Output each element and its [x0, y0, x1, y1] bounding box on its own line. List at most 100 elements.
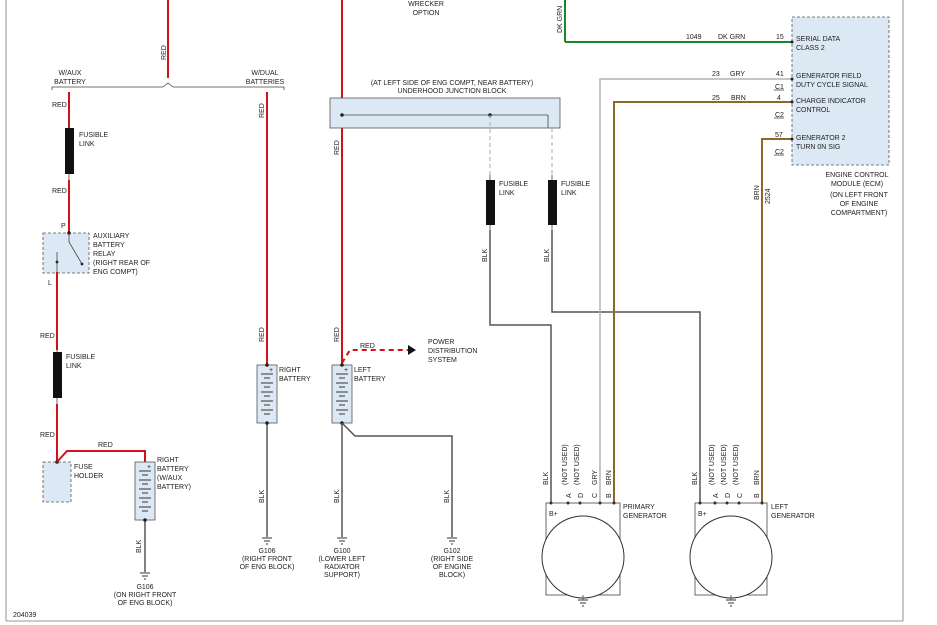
relay-label-5: ENG COMPT)	[93, 269, 138, 276]
primary-a-not-used: (NOT USED)	[562, 444, 569, 485]
g106-line1: (RIGHT FRONT	[242, 556, 293, 563]
generator-field-wire	[599, 78, 792, 503]
fusible-link-left	[548, 180, 557, 225]
fuse-holder	[42, 461, 72, 503]
primary-term-d: D	[578, 493, 585, 498]
fusible-label-aux-1b: LINK	[79, 141, 95, 148]
ground-icon-g106	[262, 537, 272, 545]
g102-blk-label: BLK	[444, 489, 451, 503]
left-battery-label-2: BATTERY	[354, 376, 386, 383]
g102-line3: BLOCK)	[439, 572, 465, 579]
ground-icon-g106-aux	[140, 572, 150, 580]
primary-bplus-wire	[489, 230, 552, 503]
fusible-label-left-b: LINK	[561, 190, 577, 197]
fusible-label-aux-1a: FUSIBLE	[79, 132, 109, 139]
fusible-link-aux-1	[65, 128, 74, 174]
engine-control-module	[791, 16, 890, 166]
g106-line2: OF ENG BLOCK)	[240, 564, 295, 571]
primary-generator-label-1: PRIMARY	[623, 504, 655, 511]
relay-label-3: RELAY	[93, 251, 116, 258]
top-red-label: RED	[161, 45, 168, 60]
ecm-row3-connector: C2	[775, 112, 784, 119]
aux-blk-label: BLK	[136, 539, 143, 553]
ecm-row1-pin: 15	[776, 34, 784, 41]
left-term-d: D	[725, 493, 732, 498]
ecm-loc-3: COMPARTMENT)	[831, 210, 888, 217]
relay-label-2: BATTERY	[93, 242, 125, 249]
relay-label-4: (RIGHT REAR OF	[93, 260, 150, 267]
relay-pin-l: L	[48, 280, 52, 287]
ecm-row3-color: BRN	[731, 95, 746, 102]
primary-term-a: A	[566, 493, 573, 498]
figure-id: 204039	[13, 612, 36, 619]
ecm-vertical-circuit: 2524	[765, 188, 772, 204]
ecm-vertical-color: BRN	[754, 185, 761, 200]
ecm-row4-name1: GENERATOR 2	[796, 135, 846, 142]
charge-indicator-wire	[613, 101, 792, 503]
ecm-row3-name2: CONTROL	[796, 107, 830, 114]
g102-line1: (RIGHT SIDE	[431, 556, 474, 563]
aux-battery-label-4: BATTERY)	[157, 484, 191, 491]
option-bracket	[51, 82, 285, 90]
g106-name: G106	[258, 548, 275, 555]
ground-icon-left-generator	[726, 599, 736, 607]
junction-block-location: (AT LEFT SIDE OF ENG COMPT, NEAR BATTERY…	[371, 80, 533, 87]
aux-red-label-1: RED	[52, 102, 67, 109]
aux-battery-label-2: BATTERY	[157, 466, 189, 473]
ground-icon-g100	[337, 537, 347, 545]
ecm-row1-color: DK GRN	[718, 34, 745, 41]
w-dual-label-1: W/DUAL	[251, 70, 278, 77]
primary-term-bplus: B+	[549, 511, 558, 518]
g100-name: G100	[333, 548, 350, 555]
ecm-row4-circuit: 57	[775, 132, 783, 139]
left-battery-label-1: LEFT	[354, 367, 372, 374]
primary-gry-label: GRY	[592, 470, 599, 485]
primary-generator-label-2: GENERATOR	[623, 513, 667, 520]
primary-blk-label-top: BLK	[482, 248, 489, 262]
fusible-label-aux-2a: FUSIBLE	[66, 354, 96, 361]
ecm-row2-name1: GENERATOR FIELD	[796, 73, 861, 80]
ground-icon-g102	[447, 537, 457, 545]
ecm-row2-color: GRY	[730, 71, 745, 78]
left-gen-blk-label: BLK	[692, 471, 699, 485]
left-term-b: B	[754, 493, 761, 498]
ecm-row4-connector: C2	[775, 149, 784, 156]
right-battery-label-2: BATTERY	[279, 376, 311, 383]
g100-line3: SUPPORT)	[324, 572, 360, 579]
fusible-link-aux-2	[53, 352, 62, 398]
ecm-row1-circuit: 1049	[686, 34, 702, 41]
fuse-holder-red-wire	[56, 450, 146, 463]
w-dual-label-2: BATTERIES	[246, 79, 285, 86]
fusible-label-aux-2b: LINK	[66, 363, 82, 370]
ecm-row2-connector: C1	[775, 84, 784, 91]
left-blk-label-top: BLK	[544, 248, 551, 262]
left-blk-label: BLK	[334, 489, 341, 503]
fusible-link-primary	[486, 180, 495, 225]
underhood-junction-block	[329, 97, 561, 129]
left-generator	[689, 515, 773, 599]
left-generator-label-2: GENERATOR	[771, 513, 815, 520]
aux-red-label-3: RED	[40, 333, 55, 340]
ecm-loc-2: OF ENGINE	[840, 201, 879, 208]
g106-aux-line2: OF ENG BLOCK)	[118, 600, 173, 607]
junction-block-title: UNDERHOOD JUNCTION BLOCK	[398, 88, 507, 95]
pds-arrow-icon	[408, 345, 416, 355]
ecm-row3-pin: 4	[777, 95, 781, 102]
ecm-row1-name2: CLASS 2	[796, 45, 825, 52]
right-blk-label: BLK	[259, 489, 266, 503]
ecm-row3-circuit: 25	[712, 95, 720, 102]
primary-term-b: B	[606, 493, 613, 498]
generator-2-turn-on-wire	[761, 138, 792, 503]
left-battery-plus: +	[344, 367, 348, 374]
right-battery-plus: +	[269, 367, 273, 374]
relay-pin-p: P	[61, 223, 66, 230]
g102-line2: OF ENGINE	[433, 564, 472, 571]
left-red-label-1: RED	[334, 140, 341, 155]
fuse-holder-label-1: FUSE	[74, 464, 93, 471]
pds-label-3: SYSTEM	[428, 357, 457, 364]
primary-blk-label: BLK	[543, 471, 550, 485]
left-red-label-2: RED	[334, 327, 341, 342]
aux-battery-label-3: (W/AUX	[157, 475, 183, 482]
pds-feed-wire	[341, 349, 408, 364]
ecm-row3-name1: CHARGE INDICATOR	[796, 98, 866, 105]
